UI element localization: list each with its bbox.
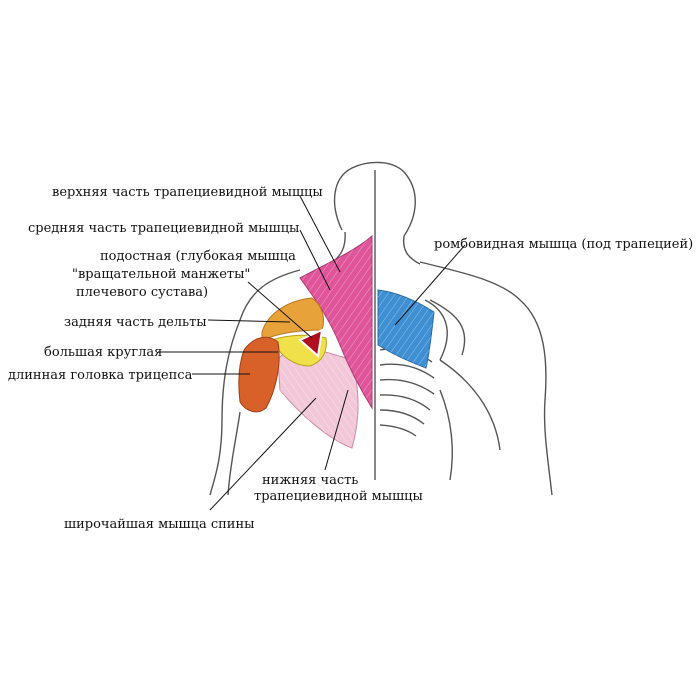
label-latissimus: широчайшая мышца спины — [64, 517, 255, 532]
label-infraspinatus-line2: "вращательной манжеты" — [72, 267, 250, 282]
label-rhomboid: ромбовидная мышца (под трапецией) — [434, 237, 693, 252]
label-middle-trapezius: средняя часть трапециевидной мышцы — [28, 221, 299, 236]
infraspinatus-muscle — [298, 328, 324, 358]
leader-lines — [158, 195, 466, 511]
label-infraspinatus-line1: подостная (глубокая мышца — [100, 249, 296, 264]
label-teres-major: большая круглая — [44, 345, 162, 360]
label-rear-delt: задняя часть дельты — [64, 315, 207, 330]
triceps-long-head-muscle — [238, 336, 280, 413]
label-lower-trapezius-line2: трапециевидной мышцы — [254, 489, 423, 504]
label-triceps-long-head: длинная головка трицепса — [8, 368, 193, 383]
label-lower-trapezius-line1: нижняя часть — [262, 473, 358, 488]
label-infraspinatus-line3: плечевого сустава) — [76, 285, 208, 300]
label-upper-trapezius: верхняя часть трапециевидной мышцы — [52, 185, 323, 200]
rear-delt-muscle — [261, 297, 325, 341]
